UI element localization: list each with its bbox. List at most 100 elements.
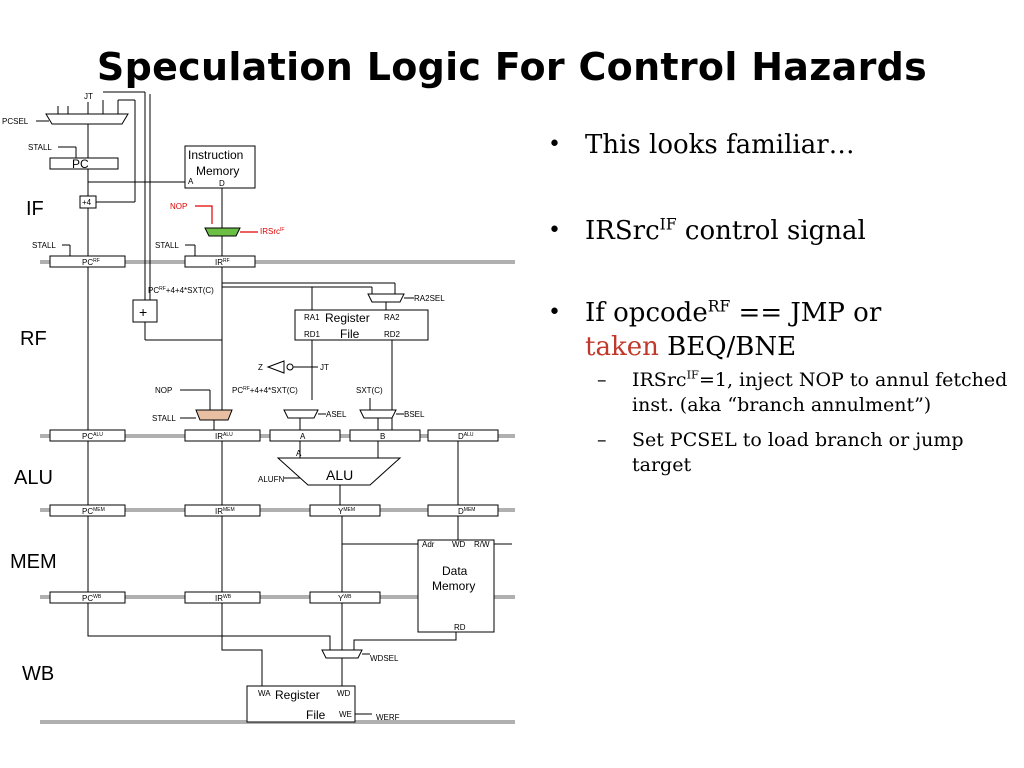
sub-bullet-2: – Set PCSEL to load branch or jump targe… bbox=[548, 428, 1008, 478]
d-alu-register bbox=[427, 429, 499, 442]
pc-register bbox=[49, 157, 119, 170]
irsrc-label: IRSrcIF bbox=[260, 227, 284, 236]
pcsel-label: PCSEL bbox=[2, 117, 29, 126]
pipeline-diagram: IF RF ALU MEM WB JT PCSEL STALL PC +4 In… bbox=[2, 91, 515, 724]
stall-label-pc: STALL bbox=[28, 143, 52, 152]
bullet-2-pre: IRSrc bbox=[585, 216, 660, 246]
pc-branch-label: PCRF+4+4*SXT(C) bbox=[148, 286, 214, 295]
wdsel-label: WDSEL bbox=[370, 654, 399, 663]
bullet-2-post: control signal bbox=[676, 216, 866, 246]
stage-label-wb: WB bbox=[22, 663, 54, 685]
stage-label-mem: MEM bbox=[10, 551, 57, 573]
bullet-dot-1: • bbox=[548, 132, 561, 157]
bullet-2-sup: IF bbox=[659, 215, 677, 234]
bullet-3-sup: RF bbox=[707, 297, 731, 316]
d-alu-label: DALU bbox=[458, 432, 474, 441]
pcsel-mux bbox=[45, 113, 129, 125]
bullet-list: • This looks familiar… • IRSrcIF control… bbox=[548, 128, 1008, 478]
sub-bullet-1: – IRSrcIF=1, inject NOP to annul fetched… bbox=[548, 368, 1008, 418]
wb-regfile-label-1: Register bbox=[275, 688, 320, 702]
sub-bullet-1-pre: IRSrc bbox=[632, 369, 687, 391]
rd1-label: RD1 bbox=[304, 330, 321, 339]
ra2sel-label: RA2SEL bbox=[414, 294, 445, 303]
wa-label: WA bbox=[258, 689, 271, 698]
pc-register-label: PC bbox=[72, 157, 89, 171]
alu bbox=[276, 457, 402, 486]
ir-rf-register bbox=[184, 255, 256, 268]
ir-alu-label: IRALU bbox=[215, 432, 233, 441]
y-wb-register bbox=[309, 591, 381, 604]
bullet-1-text: This looks familiar… bbox=[585, 130, 855, 160]
pc-alu-label: PCALU bbox=[82, 432, 103, 441]
y-mem-label: YMEM bbox=[338, 507, 355, 516]
dmem-label-2: Memory bbox=[432, 579, 475, 593]
sub-bullet-2-text: Set PCSEL to load branch or jump target bbox=[632, 429, 964, 476]
irsrc-mux bbox=[204, 227, 241, 237]
bullet-3-mid: == JMP or bbox=[730, 298, 882, 328]
a-register bbox=[269, 429, 341, 442]
instruction-memory bbox=[184, 145, 256, 189]
sub-bullet-1-post: =1, inject NOP to annul fetched inst. (a… bbox=[632, 369, 1008, 416]
data-memory bbox=[417, 539, 495, 633]
alu-a-port: A bbox=[296, 449, 302, 458]
register-file-wb bbox=[246, 685, 356, 723]
ir-rf-label: IRRF bbox=[215, 258, 230, 267]
bullet-2: • IRSrcIF control signal bbox=[548, 214, 1008, 248]
a-register-label: A bbox=[300, 432, 306, 441]
stage-label-if: IF bbox=[26, 198, 44, 220]
rd2-label: RD2 bbox=[384, 330, 401, 339]
dmem-adr-port: Adr bbox=[422, 540, 435, 549]
dmem-label-1: Data bbox=[442, 564, 468, 578]
y-mem-register bbox=[309, 504, 381, 517]
wdsel-mux bbox=[321, 649, 363, 659]
pc-rf-label: PCRF bbox=[82, 258, 100, 267]
regfile-label-1: Register bbox=[325, 311, 370, 325]
plus4-label: +4 bbox=[82, 198, 92, 207]
y-wb-label: YWB bbox=[338, 594, 352, 603]
stall-label-irrf: STALL bbox=[155, 241, 179, 250]
imem-d-port: D bbox=[219, 179, 225, 188]
bullet-1: • This looks familiar… bbox=[548, 128, 1008, 162]
branch-adder-label: + bbox=[139, 304, 147, 320]
b-register-label: B bbox=[380, 432, 385, 441]
bsel-mux bbox=[359, 409, 397, 419]
imem-label-1: Instruction bbox=[188, 148, 243, 162]
jt-label-rf: JT bbox=[320, 363, 329, 372]
jt-label: JT bbox=[84, 92, 93, 101]
sub-dash-1: – bbox=[597, 369, 607, 391]
bullet-3: • If opcodeRF == JMP or taken BEQ/BNE bbox=[548, 296, 1008, 364]
nop-label-if: NOP bbox=[170, 202, 187, 211]
ra1-label: RA1 bbox=[304, 313, 320, 322]
asel-label: ASEL bbox=[326, 410, 347, 419]
werf-label: WERF bbox=[376, 713, 400, 722]
dmem-wd-port: WD bbox=[452, 540, 466, 549]
stall-label-alu: STALL bbox=[152, 414, 176, 423]
regfile-label-2: File bbox=[340, 327, 360, 341]
z-label: Z bbox=[258, 363, 263, 372]
alu-label: ALU bbox=[326, 467, 353, 483]
slide-title: Speculation Logic For Control Hazards bbox=[96, 45, 928, 89]
nop-label-rf: NOP bbox=[155, 386, 172, 395]
dmem-rw-port: R/W bbox=[474, 540, 490, 549]
asel-mux bbox=[283, 409, 319, 419]
bullet-dot-3: • bbox=[548, 300, 561, 325]
z-compare bbox=[266, 360, 285, 374]
ir-mem-label: IRMEM bbox=[215, 507, 235, 516]
pc-mem-label: PCMEM bbox=[82, 507, 105, 516]
wb-regfile-label-2: File bbox=[306, 708, 326, 722]
stall-nop-mux bbox=[195, 409, 233, 421]
stage-label-rf: RF bbox=[20, 328, 47, 350]
dmem-rd-port: RD bbox=[454, 623, 466, 632]
bullet-3-taken: taken bbox=[585, 332, 659, 362]
ir-wb-label: IRWB bbox=[215, 594, 232, 603]
imem-a-port: A bbox=[188, 177, 194, 186]
sub-dash-2: – bbox=[597, 429, 607, 451]
bsel-label: BSEL bbox=[404, 410, 425, 419]
d-mem-register bbox=[427, 504, 499, 517]
stage-label-alu: ALU bbox=[14, 467, 53, 489]
stall-label-pcrf: STALL bbox=[32, 241, 56, 250]
we-label: WE bbox=[339, 710, 352, 719]
pc-asel-label: PCRF+4+4*SXT(C) bbox=[232, 386, 298, 395]
sxtc-label: SXT(C) bbox=[356, 386, 383, 395]
pc-wb-label: PCWB bbox=[82, 594, 102, 603]
